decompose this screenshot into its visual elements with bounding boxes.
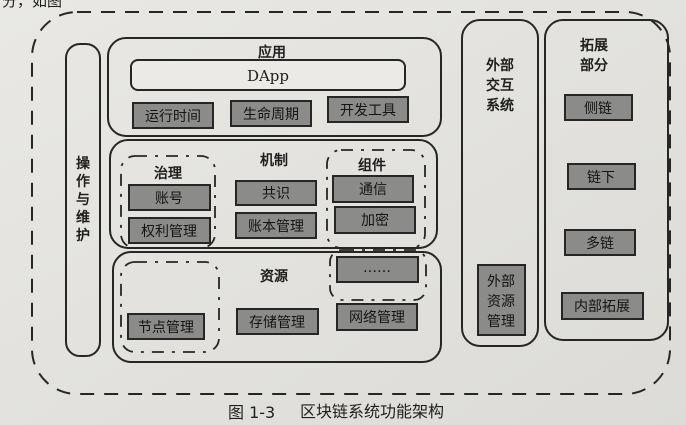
runtime-box [132, 102, 214, 129]
dapp-box [130, 59, 406, 91]
account-label: 账号 [155, 191, 183, 207]
account-box [128, 184, 211, 211]
ellipsis-box [336, 256, 419, 283]
dapp-label: DApp [247, 67, 289, 85]
ops-char: 作 [76, 173, 90, 190]
ops-char: 护 [76, 227, 90, 244]
system-boundary [31, 11, 671, 395]
node-group [120, 261, 220, 353]
rights-label: 权利管理 [141, 224, 197, 240]
ellipsis-label: …… [363, 260, 391, 276]
node-management-box [127, 313, 205, 340]
ops-char: 操 [76, 155, 91, 172]
network-management-box [336, 303, 418, 331]
extension-title-line: 部分 [580, 57, 608, 74]
ledger-box [235, 212, 317, 239]
storage-management-box [236, 308, 319, 335]
ellipsis-group [329, 249, 427, 301]
ops-maintenance-column: 操 作 与 维 护 [65, 43, 101, 357]
runtime-label: 运行时间 [145, 109, 201, 125]
encryption-box [334, 206, 416, 234]
resources-title: 资源 [260, 268, 288, 285]
consensus-label: 共识 [262, 186, 290, 202]
external-title-line: 外部 [486, 57, 514, 74]
node-management-label: 节点管理 [138, 320, 194, 336]
external-resource-line: 管理 [487, 314, 515, 330]
mechanism-layer: 机制 治理 账号 权利管理 共识 账本管理 组件 通信 加密 [109, 139, 438, 249]
extension-column: 拓展 部分 侧链 链下 多链 内部拓展 [544, 19, 669, 341]
encryption-label: 加密 [361, 212, 389, 229]
internal-extension-label: 内部拓展 [574, 299, 630, 315]
internal-extension-box [561, 292, 644, 320]
external-title-line: 系统 [486, 97, 514, 114]
sidechain-label: 侧链 [584, 101, 612, 117]
communication-label: 通信 [359, 182, 387, 198]
storage-management-label: 存储管理 [249, 315, 305, 331]
governance-group [120, 155, 216, 249]
lifecycle-label: 生命周期 [243, 106, 299, 123]
components-title: 组件 [358, 157, 386, 174]
devtools-label: 开发工具 [340, 103, 396, 119]
figure-caption: 区块链系统功能架构 [300, 402, 444, 421]
external-title-line: 交互 [486, 77, 514, 94]
external-resource-line: 资源 [487, 294, 515, 310]
ledger-label: 账本管理 [248, 219, 304, 235]
application-layer: 应用 DApp 运行时间 生命周期 开发工具 [107, 37, 442, 137]
governance-title: 治理 [154, 165, 182, 182]
external-resource-box [477, 264, 526, 336]
sidechain-box [564, 94, 633, 121]
figure-number: 图 1-3 [228, 403, 275, 422]
top-text-fragment: 分，如图 [2, 0, 62, 10]
lifecycle-box [230, 100, 312, 127]
resources-layer: 资源 节点管理 存储管理 …… 网络管理 [112, 249, 442, 363]
rights-box [128, 217, 211, 244]
application-title: 应用 [258, 44, 286, 61]
ops-char: 与 [76, 192, 90, 208]
network-management-label: 网络管理 [349, 310, 405, 326]
extension-title-line: 拓展 [580, 37, 608, 54]
mechanism-title: 机制 [260, 152, 288, 169]
external-resource-line: 外部 [487, 274, 515, 290]
devtools-box [327, 96, 409, 123]
external-interaction-column: 外部 交互 系统 外部 资源 管理 [461, 19, 539, 347]
communication-box [332, 175, 414, 203]
offchain-box [567, 163, 636, 190]
consensus-box [235, 180, 317, 206]
multichain-label: 多链 [586, 235, 614, 252]
ops-char: 维 [76, 209, 90, 226]
multichain-box [564, 229, 636, 256]
offchain-label: 链下 [587, 170, 615, 186]
components-group [326, 149, 426, 249]
